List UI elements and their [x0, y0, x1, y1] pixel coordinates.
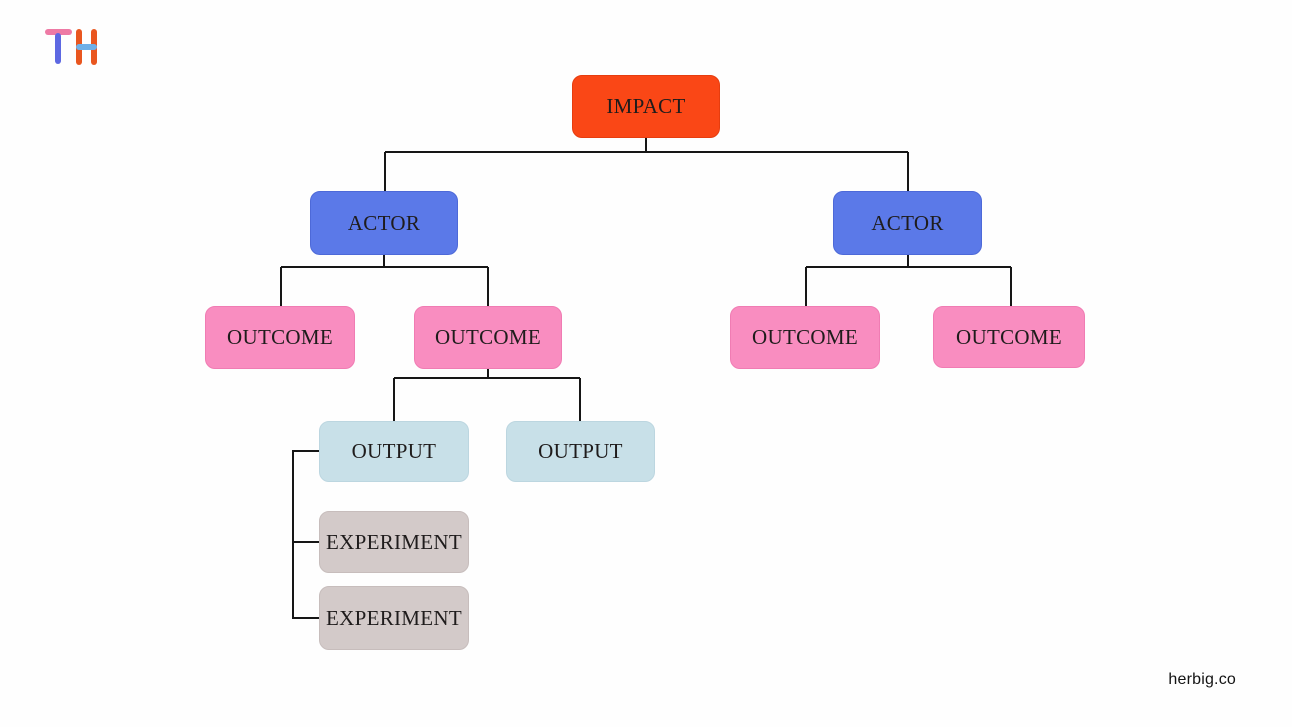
node-actor-right: ACTOR [833, 191, 982, 255]
node-outcome-1: OUTCOME [205, 306, 355, 369]
connector-actor-left-to-outcomes [280, 254, 489, 307]
connector-impact-to-actors [384, 138, 909, 192]
connector-actor-right-to-outcomes [805, 254, 1012, 307]
node-output-2: OUTPUT [506, 421, 655, 482]
connector-output-to-experiments [292, 450, 319, 619]
node-experiment-2: EXPERIMENT [319, 586, 469, 650]
connector-outcome-to-outputs [393, 368, 581, 422]
node-actor-left: ACTOR [310, 191, 458, 255]
logo-h-crossbar [76, 44, 97, 50]
node-outcome-4: OUTCOME [933, 306, 1085, 368]
node-outcome-2: OUTCOME [414, 306, 562, 369]
logo-t-bar [45, 29, 72, 35]
node-outcome-3: OUTCOME [730, 306, 880, 369]
th-logo [45, 29, 98, 66]
node-experiment-1: EXPERIMENT [319, 511, 469, 573]
footer-brand: herbig.co [1168, 671, 1236, 688]
node-impact: IMPACT [572, 75, 720, 138]
node-output-1: OUTPUT [319, 421, 469, 482]
logo-t-stem [55, 33, 61, 64]
